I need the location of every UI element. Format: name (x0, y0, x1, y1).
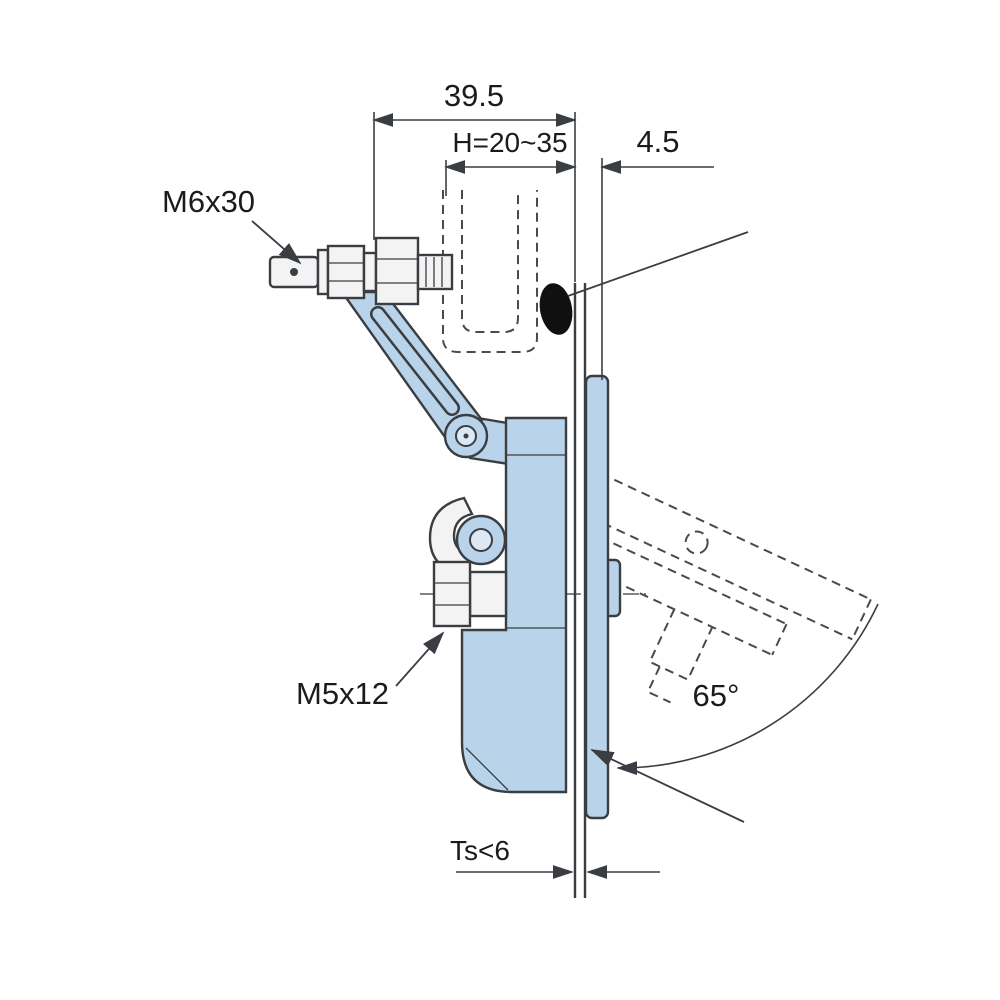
dim-panel-offset: 4.5 (600, 124, 714, 380)
mounting-screw-leader (251, 220, 302, 265)
hidden-hole (684, 530, 709, 555)
dim-top-width-label: 39.5 (444, 78, 504, 113)
adjust-screw-leader (395, 631, 445, 687)
threaded-rod (416, 253, 454, 291)
washer (362, 251, 378, 293)
latch-arm (339, 290, 489, 459)
label-mounting-screw: M6x30 (162, 184, 302, 265)
dim-top-width: 39.5 (372, 78, 577, 282)
panel-thickness-label: Ts<6 (450, 835, 510, 866)
dim-panel-offset-label: 4.5 (636, 124, 679, 159)
keeper-slot-hidden-outline (442, 190, 538, 353)
angle-annotation: 65° (616, 603, 879, 776)
hex-nut-small (326, 244, 366, 300)
hidden-pawl (648, 608, 714, 681)
dim-grip-range-label: H=20~35 (452, 127, 567, 158)
open-angle-label: 65° (693, 678, 740, 713)
label-adjust-screw: M5x12 (296, 631, 445, 711)
adjust-nut (432, 560, 508, 628)
rubber-pad (539, 231, 749, 335)
rubber-pad-shape (539, 283, 573, 335)
dim-panel-thickness: Ts<6 (450, 835, 660, 879)
angle-arc (616, 603, 879, 776)
open-position-hidden-outline (585, 472, 872, 704)
panel-leader (590, 749, 745, 823)
mounting-panel (573, 283, 587, 898)
adjust-screw-label: M5x12 (296, 676, 389, 711)
latch-flange (584, 374, 622, 820)
mounting-screw (268, 236, 454, 306)
mounting-screw-label: M6x30 (162, 184, 255, 219)
rubber-pad-leader (567, 231, 749, 297)
hex-nut-large (374, 236, 420, 306)
dim-grip-range: H=20~35 (444, 127, 577, 196)
